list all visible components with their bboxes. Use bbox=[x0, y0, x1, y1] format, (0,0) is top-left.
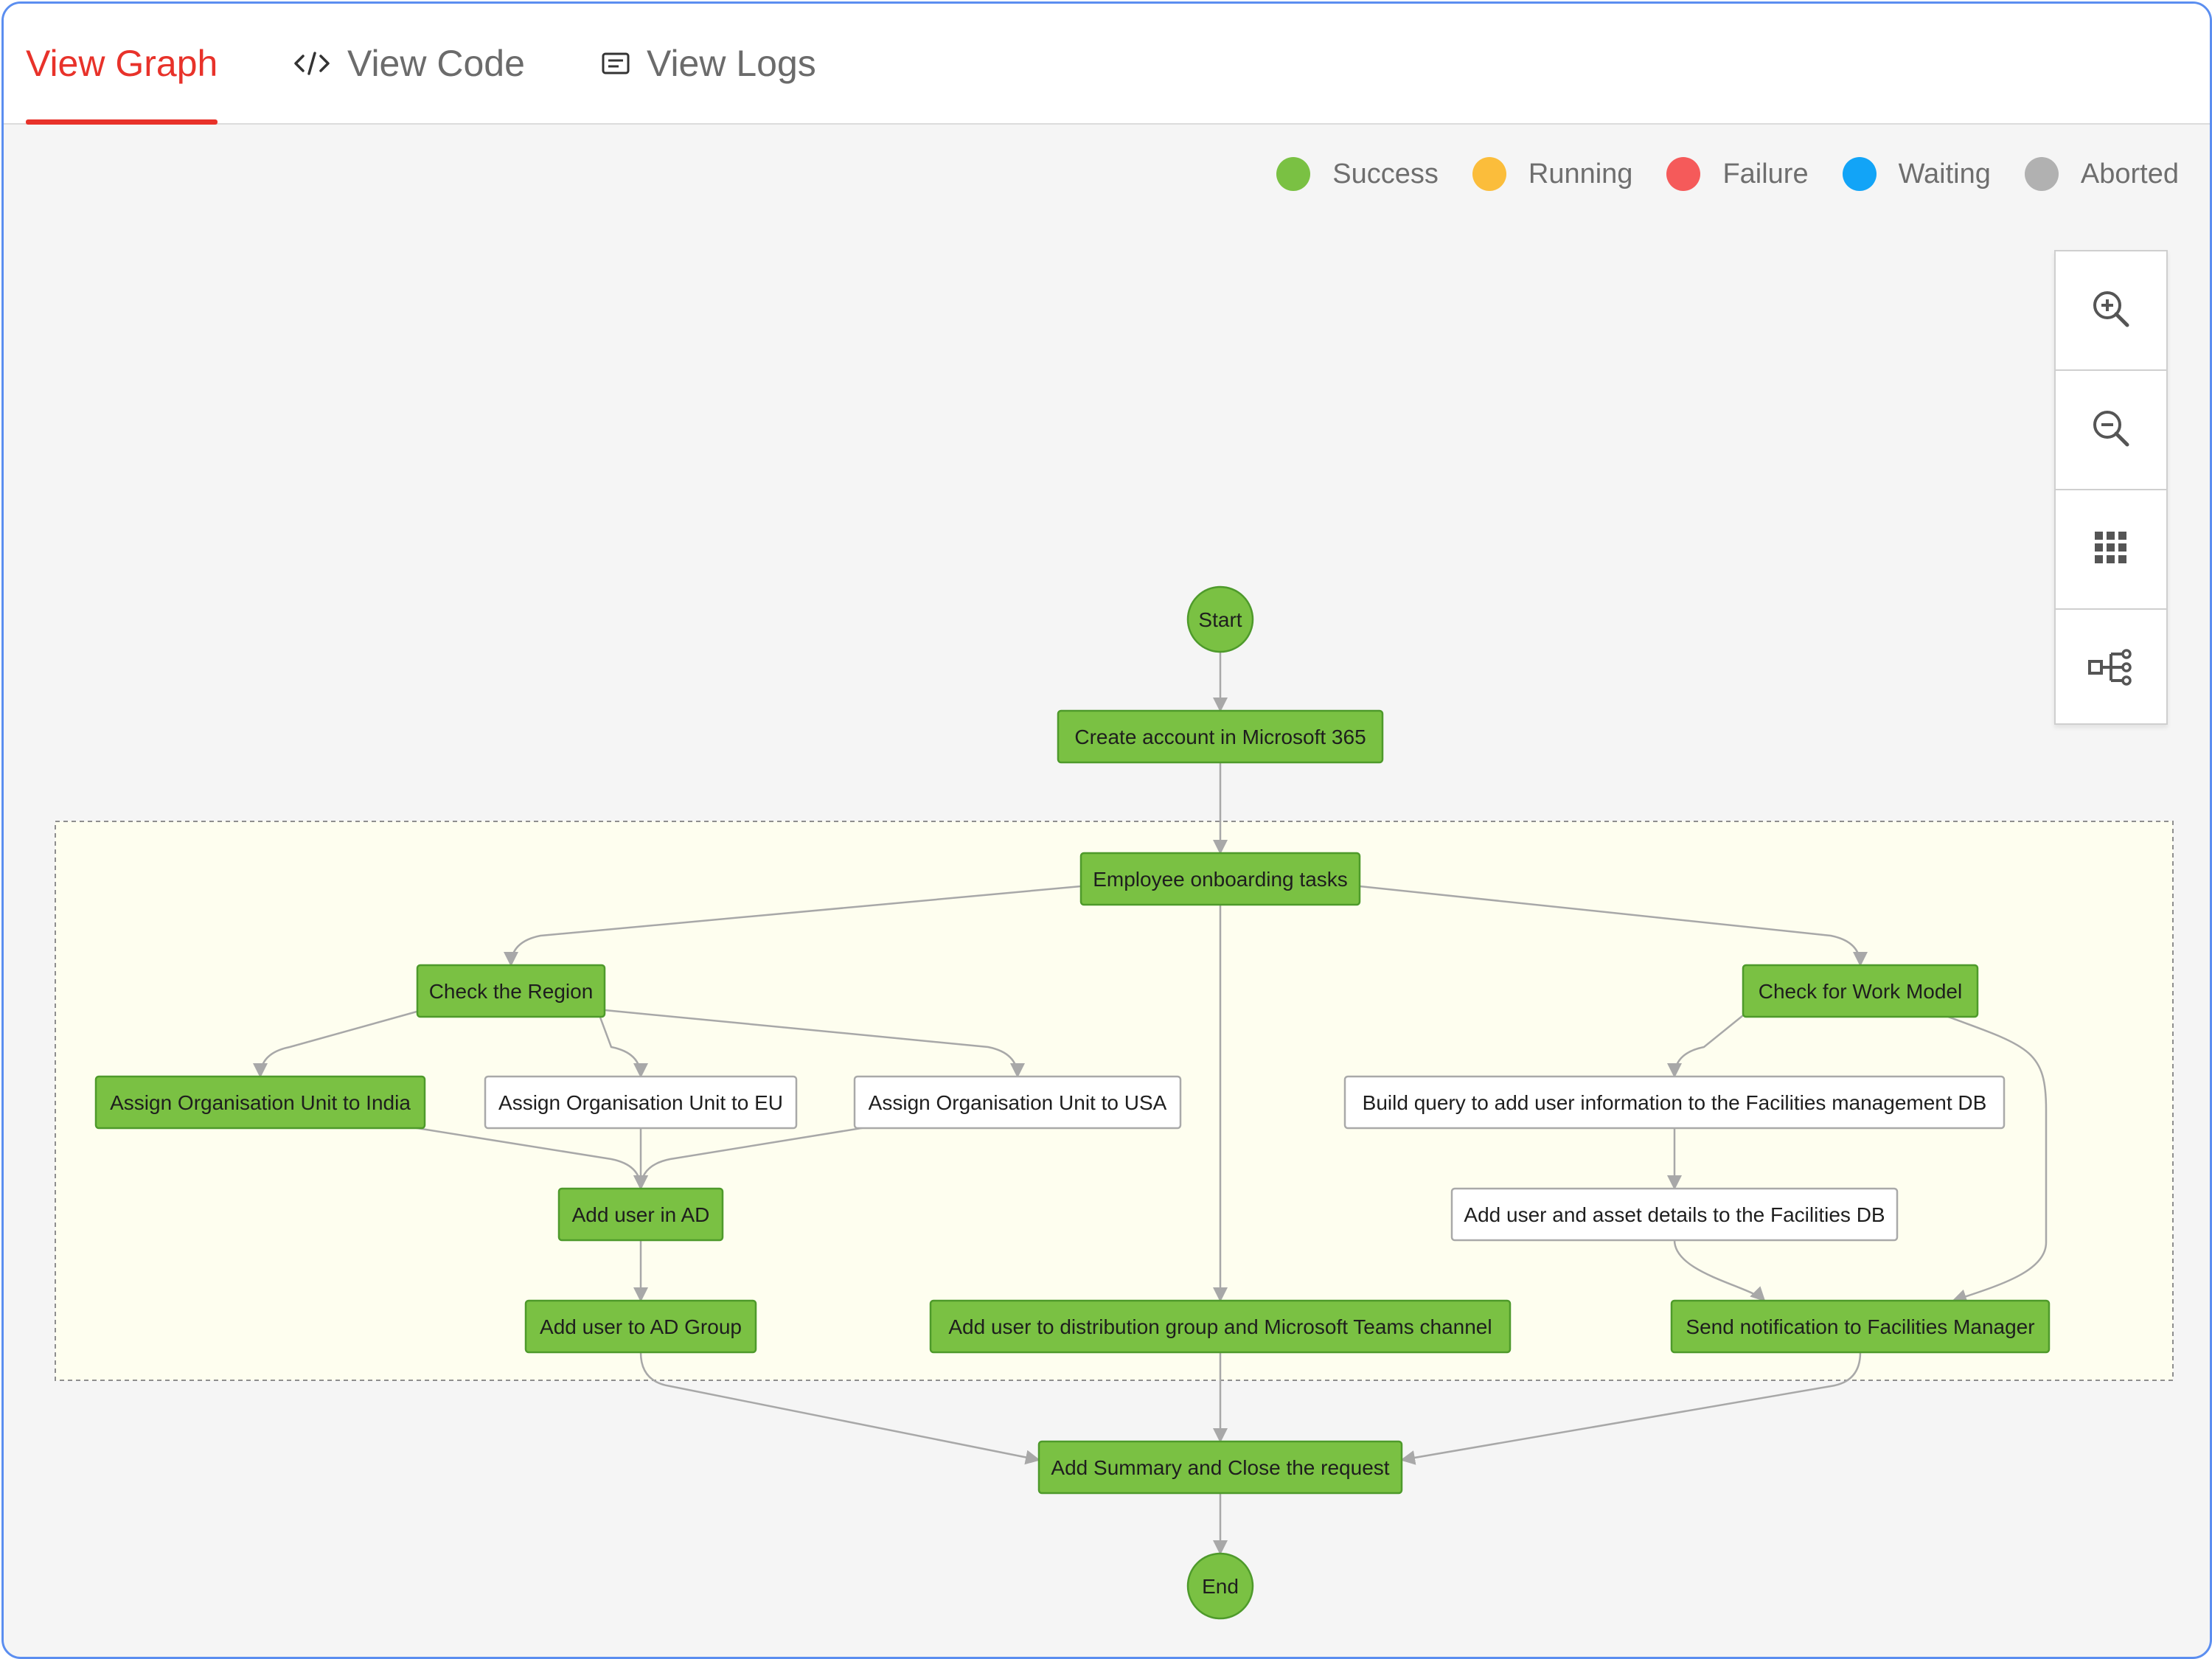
node-label: Add user to AD Group bbox=[540, 1315, 742, 1338]
node-shape bbox=[94, 1075, 426, 1130]
legend-label: Waiting bbox=[1898, 158, 1991, 189]
zoom-out-icon bbox=[2089, 406, 2133, 454]
node-notify[interactable]: Send notification to Facilities Manager bbox=[1670, 1299, 2051, 1354]
node-label: Assign Organisation Unit to India bbox=[110, 1091, 411, 1114]
node-shape bbox=[1186, 585, 1254, 653]
edge-notify-to-summary bbox=[1400, 1352, 1862, 1465]
node-shape bbox=[1742, 964, 1979, 1018]
edge-work-to-notify bbox=[1947, 1015, 2048, 1304]
node-shape bbox=[1037, 1440, 1403, 1495]
node-region[interactable]: Check the Region bbox=[416, 964, 606, 1018]
node-asset[interactable]: Add user and asset details to the Facili… bbox=[1450, 1187, 1899, 1242]
tab-view-graph[interactable]: View Graph bbox=[26, 4, 218, 125]
failure-dot bbox=[1666, 157, 1701, 191]
zoom-controls bbox=[2054, 250, 2168, 725]
zoom-in-button[interactable] bbox=[2056, 251, 2166, 371]
edge-onboard-to-work bbox=[1359, 885, 1868, 967]
node-shape bbox=[484, 1075, 798, 1130]
edges-layer bbox=[253, 652, 2048, 1555]
legend-item-waiting: Waiting bbox=[1842, 157, 1991, 191]
node-label: Check the Region bbox=[429, 980, 594, 1003]
edge-work-to-query bbox=[1667, 1009, 1751, 1078]
node-usa[interactable]: Assign Organisation Unit to USA bbox=[853, 1075, 1182, 1130]
node-label: Assign Organisation Unit to USA bbox=[869, 1091, 1167, 1114]
edge-usa-to-ad bbox=[633, 1119, 908, 1190]
legend-item-success: Success bbox=[1276, 157, 1439, 191]
tab-view-logs[interactable]: View Logs bbox=[601, 4, 816, 123]
grid-icon bbox=[2093, 529, 2129, 570]
node-label: End bbox=[1202, 1575, 1239, 1598]
zoom-in-icon bbox=[2089, 287, 2133, 335]
node-label: Add user in AD bbox=[572, 1203, 710, 1226]
node-shape bbox=[1450, 1187, 1899, 1242]
fit-grid-button[interactable] bbox=[2056, 490, 2166, 610]
success-dot bbox=[1276, 157, 1311, 191]
legend-item-failure: Failure bbox=[1666, 157, 1809, 191]
node-shape bbox=[1057, 709, 1384, 764]
node-label: Start bbox=[1198, 608, 1242, 631]
legend-label: Aborted bbox=[2080, 158, 2179, 189]
node-label: Create account in Microsoft 365 bbox=[1074, 726, 1366, 748]
node-shape bbox=[1079, 852, 1361, 906]
zoom-out-button[interactable] bbox=[2056, 371, 2166, 490]
code-icon bbox=[293, 49, 331, 78]
legend-item-running: Running bbox=[1472, 157, 1633, 191]
node-shape bbox=[416, 964, 606, 1018]
node-label: Add Summary and Close the request bbox=[1051, 1456, 1389, 1479]
node-shape bbox=[1343, 1075, 2006, 1130]
node-shape bbox=[929, 1299, 1512, 1354]
node-label: Send notification to Facilities Manager bbox=[1686, 1315, 2034, 1338]
edge-region-to-usa bbox=[597, 1008, 1025, 1078]
node-label: Add user to distribution group and Micro… bbox=[948, 1315, 1492, 1338]
node-work[interactable]: Check for Work Model bbox=[1742, 964, 1979, 1018]
node-shape bbox=[524, 1299, 757, 1354]
node-end[interactable]: End bbox=[1186, 1552, 1254, 1620]
node-create[interactable]: Create account in Microsoft 365 bbox=[1057, 709, 1384, 764]
node-onboard[interactable]: Employee onboarding tasks bbox=[1079, 852, 1361, 906]
legend-label: Running bbox=[1528, 158, 1633, 189]
node-shape bbox=[1186, 1552, 1254, 1620]
node-shape bbox=[557, 1187, 724, 1242]
flow-layout-icon bbox=[2087, 647, 2135, 692]
node-label: Check for Work Model bbox=[1759, 980, 1962, 1003]
node-label: Add user and asset details to the Facili… bbox=[1464, 1203, 1885, 1226]
waiting-dot bbox=[1842, 157, 1877, 191]
edge-adgroup-to-summary bbox=[639, 1352, 1040, 1465]
running-dot bbox=[1472, 157, 1506, 191]
legend-item-aborted: Aborted bbox=[2024, 157, 2179, 191]
node-eu[interactable]: Assign Organisation Unit to EU bbox=[484, 1075, 798, 1130]
node-label: Build query to add user information to t… bbox=[1363, 1091, 1987, 1114]
edge-region-to-eu bbox=[596, 1009, 648, 1078]
edge-onboard-to-region bbox=[504, 885, 1082, 967]
aborted-dot bbox=[2024, 157, 2059, 191]
node-india[interactable]: Assign Organisation Unit to India bbox=[94, 1075, 426, 1130]
node-label: Employee onboarding tasks bbox=[1093, 868, 1348, 891]
status-legend: Success Running Failure Waiting Aborted bbox=[1242, 157, 2179, 191]
edge-asset-to-notify bbox=[1673, 1239, 1766, 1302]
legend-label: Failure bbox=[1722, 158, 1809, 189]
node-label: Assign Organisation Unit to EU bbox=[498, 1091, 783, 1114]
layout-button[interactable] bbox=[2056, 610, 2166, 728]
logs-icon bbox=[601, 51, 630, 76]
node-ad[interactable]: Add user in AD bbox=[557, 1187, 724, 1242]
legend-label: Success bbox=[1332, 158, 1439, 189]
tab-label: View Graph bbox=[26, 43, 218, 84]
node-dist[interactable]: Add user to distribution group and Micro… bbox=[929, 1299, 1512, 1354]
node-shape bbox=[853, 1075, 1182, 1130]
tab-label: View Logs bbox=[647, 43, 816, 84]
node-adgroup[interactable]: Add user to AD Group bbox=[524, 1299, 757, 1354]
node-shape bbox=[1670, 1299, 2051, 1354]
node-summary[interactable]: Add Summary and Close the request bbox=[1037, 1440, 1403, 1495]
tab-view-code[interactable]: View Code bbox=[293, 4, 525, 123]
tab-bar: View Graph View Code View Logs bbox=[4, 4, 2210, 125]
node-query[interactable]: Build query to add user information to t… bbox=[1343, 1075, 2006, 1130]
edge-region-to-india bbox=[253, 1008, 425, 1078]
node-start[interactable]: Start bbox=[1186, 585, 1254, 653]
tab-label: View Code bbox=[347, 43, 525, 84]
